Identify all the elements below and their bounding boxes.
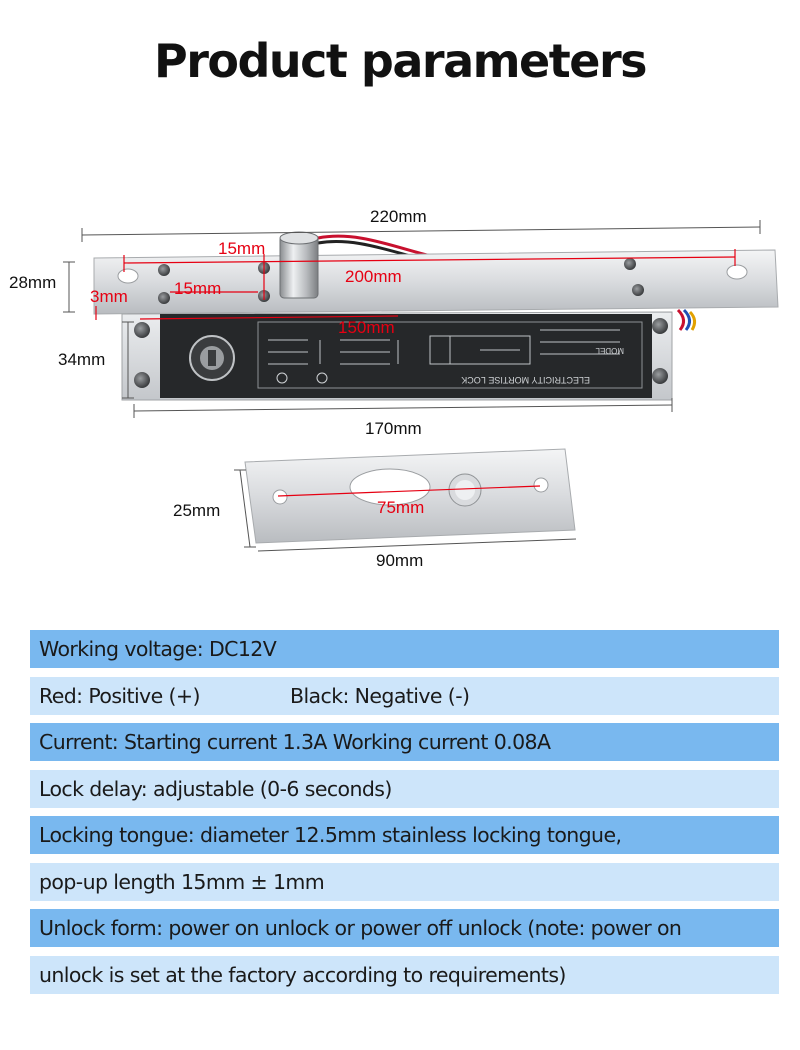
mount-hole-icon: [726, 264, 748, 280]
mount-hole-icon: [533, 477, 549, 493]
ce-mark-icon: [276, 372, 288, 384]
dim-body-length: 170mm: [365, 419, 422, 438]
spec-text: Lock delay: adjustable (0-6 seconds): [39, 776, 392, 801]
spec-table: Working voltage: DC12V Red: Positive (+)…: [30, 630, 779, 1002]
spec-row-unlock-note: unlock is set at the factory according t…: [30, 955, 779, 994]
dim-hole-offset: 15mm: [174, 279, 221, 298]
dim-body-width: 150mm: [338, 318, 395, 337]
spec-row-tongue: Locking tongue: diameter 12.5mm stainles…: [30, 816, 779, 854]
spec-row-unlock: Unlock form: power on unlock or power of…: [30, 909, 779, 947]
dim-hole-spacing: 200mm: [345, 267, 402, 286]
screw-icon: [134, 322, 150, 338]
screw-icon: [652, 368, 668, 384]
mount-hole-icon: [117, 268, 139, 284]
spec-row-wiring: Red: Positive (+) Black: Negative (-): [30, 676, 779, 715]
lock-brand-label: ELECTRICITY MORTISE LOCK: [461, 375, 590, 385]
dim-bolt-width: 15mm: [218, 239, 265, 258]
side-wires: [676, 308, 697, 331]
spec-text: pop-up length 15mm ± 1mm: [39, 869, 325, 894]
dim-edge-offset: 3mm: [90, 287, 128, 306]
spec-text: Current: Starting current 1.3A Working c…: [39, 730, 551, 754]
spec-row-voltage: Working voltage: DC12V: [30, 630, 779, 668]
red-dimension-lines: [95, 249, 736, 497]
product-drawing: ELECTRICITY MORTISE LOCK MODEL: [9, 207, 779, 570]
locking-bolt: [279, 231, 319, 299]
spec-row-current: Current: Starting current 1.3A Working c…: [30, 723, 779, 761]
lock-body: ELECTRICITY MORTISE LOCK MODEL: [121, 311, 673, 401]
face-plate: [93, 249, 779, 315]
spec-row-delay: Lock delay: adjustable (0-6 seconds): [30, 769, 779, 808]
spec-text-secondary: Black: Negative (-): [290, 683, 470, 708]
screw-icon: [134, 372, 150, 388]
dim-body-height: 34mm: [58, 350, 105, 369]
black-dimension-lines: [63, 220, 761, 552]
screw-icon: [624, 258, 636, 270]
dim-strike-height: 25mm: [173, 501, 220, 520]
screw-icon: [158, 292, 170, 304]
dim-strike-length: 90mm: [376, 551, 423, 570]
spec-row-popup: pop-up length 15mm ± 1mm: [30, 862, 779, 901]
spec-text: Working voltage: DC12V: [39, 637, 277, 661]
mount-hole-icon: [272, 489, 288, 505]
dim-strike-hole-spacing: 75mm: [377, 498, 424, 517]
strike-plate: [244, 448, 576, 544]
spec-text: unlock is set at the factory according t…: [39, 962, 566, 987]
spec-text: Unlock form: power on unlock or power of…: [39, 916, 682, 940]
spec-text: Locking tongue: diameter 12.5mm stainles…: [39, 823, 622, 847]
screw-icon: [632, 284, 644, 296]
screw-icon: [652, 318, 668, 334]
page-title: Product parameters: [153, 34, 648, 88]
dim-top-width: 220mm: [370, 207, 427, 226]
lock-model-label: MODEL: [595, 346, 624, 355]
dim-plate-height: 28mm: [9, 273, 56, 292]
strike-hole-icon: [349, 468, 431, 506]
screw-icon: [158, 264, 170, 276]
spec-text: Red: Positive (+): [39, 683, 200, 708]
